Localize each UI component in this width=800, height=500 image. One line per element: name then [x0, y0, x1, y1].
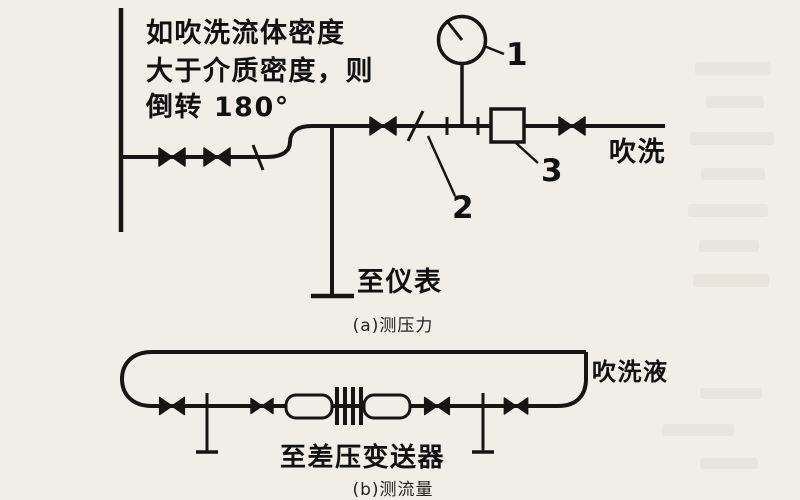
isolation-valve-icon: [423, 396, 451, 416]
callout-2-label: 2: [452, 190, 474, 226]
to-instrument-label: 至仪表: [357, 267, 443, 298]
paper-artifacts: [662, 62, 774, 469]
device-box-icon: [489, 107, 526, 144]
gauge-needle: [445, 20, 464, 41]
callout-2-leader: [426, 135, 457, 197]
note-line-3: 倒转 180°: [145, 92, 290, 123]
callout-1-label: 1: [506, 37, 528, 73]
purge-label: 吹洗: [609, 137, 666, 168]
callout-3-leader: [515, 142, 539, 164]
figure-b-diagram: 吹洗液 至差压变送器 (b)测流量: [119, 350, 669, 500]
isolation-valve-icon: [158, 396, 186, 416]
block-valve-icon: [158, 147, 186, 167]
note-line-2: 大于介质密度，则: [146, 55, 374, 87]
block-valve-icon: [203, 147, 231, 167]
purge-liquid-label: 吹洗液: [592, 358, 669, 386]
outlet-valve-icon: [558, 116, 586, 136]
isolation-valve-icon: [250, 397, 274, 415]
figure-a-diagram: 如吹洗流体密度 大于介质密度，则 倒转 180° 1 2 3 吹洗 至仪表 (a…: [118, 8, 666, 336]
callout-3-label: 3: [541, 153, 563, 189]
note-line-1: 如吹洗流体密度: [146, 17, 346, 49]
to-transmitter-label: 至差压变送器: [280, 442, 445, 473]
elbow-jog: [265, 124, 313, 159]
pipe-joint-tick: [251, 144, 265, 171]
figure-a-caption: (a)测压力: [353, 316, 434, 336]
isolation-valve-icon: [503, 397, 529, 415]
figure-b-caption: (b)测流量: [352, 480, 433, 500]
purge-loop-pipe: [119, 350, 588, 408]
flow-element-icon: [284, 387, 412, 425]
callout-1-leader: [483, 44, 505, 56]
restriction-slash-icon: [406, 110, 425, 142]
purge-valve-icon: [369, 116, 397, 136]
